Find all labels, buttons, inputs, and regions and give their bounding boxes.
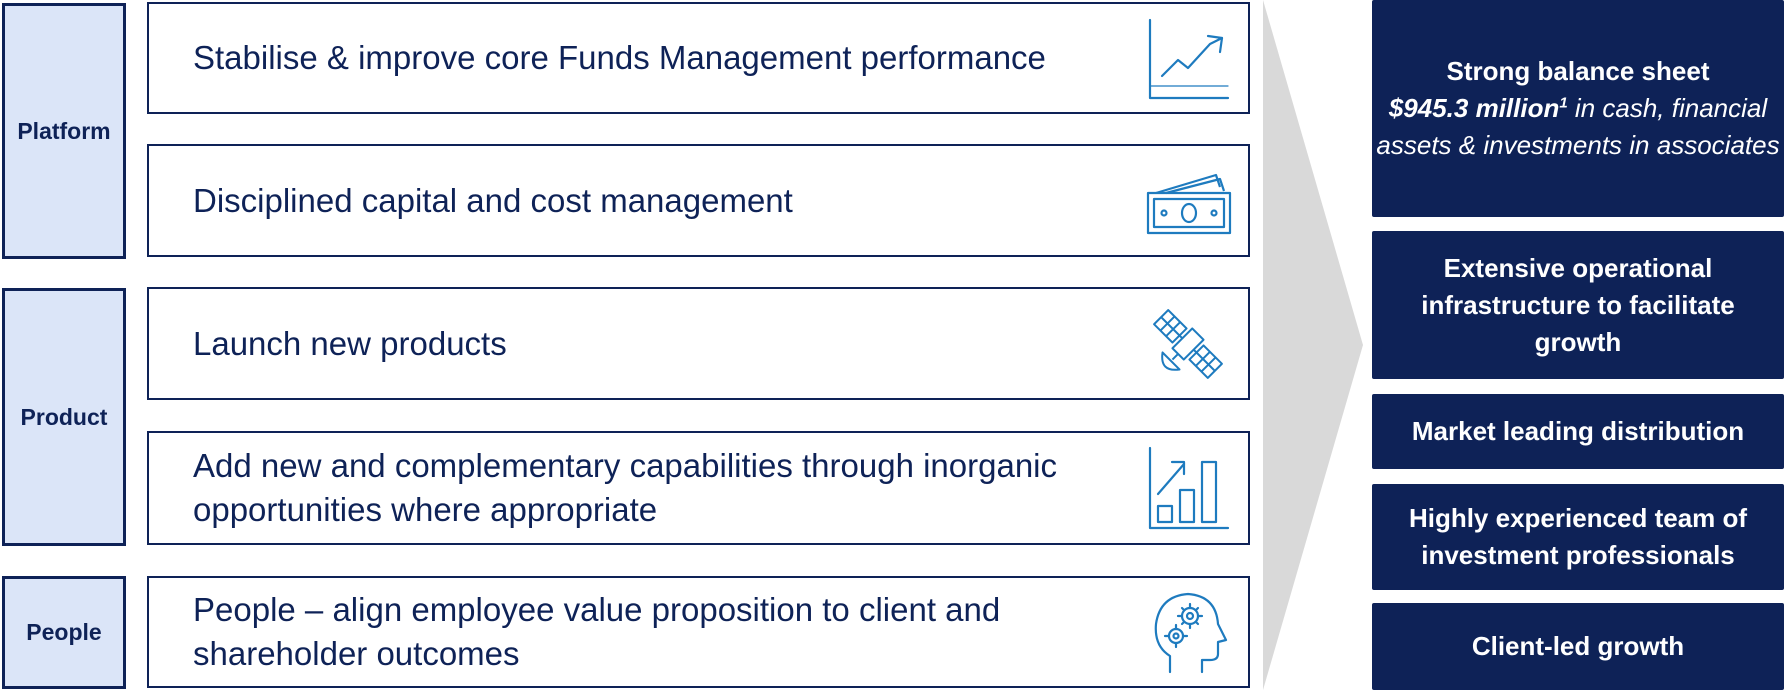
strength-client-growth: Client-led growth	[1372, 603, 1784, 690]
item-text: People – align employee value propositio…	[193, 591, 1001, 672]
category-label: Product	[20, 403, 108, 430]
strength-team: Highly experienced team of investment pr…	[1372, 484, 1784, 590]
footnote-marker: 1	[1559, 94, 1568, 112]
growth-bars-icon	[1140, 440, 1236, 536]
strength-text: Market leading distribution	[1411, 416, 1745, 446]
strength-text: Highly experienced team of investment pr…	[1408, 503, 1748, 570]
category-platform: Platform	[2, 3, 126, 259]
category-label: People	[26, 619, 102, 645]
category-label: Platform	[17, 117, 111, 144]
category-product: Product	[2, 288, 126, 546]
strength-distribution: Market leading distribution	[1372, 394, 1784, 469]
item-text: Disciplined capital and cost management	[193, 181, 793, 219]
strength-text: Client-led growth	[1471, 631, 1685, 661]
strength-balance-sheet: Strong balance sheet $945.3 million1 in …	[1372, 0, 1784, 217]
item-people-value: People – align employee value propositio…	[147, 576, 1250, 688]
flow-arrow	[1263, 0, 1363, 690]
trend-chart-icon	[1140, 10, 1236, 106]
item-text: Launch new products	[193, 324, 507, 362]
item-funds-performance: Stabilise & improve core Funds Managemen…	[147, 2, 1250, 114]
strength-text: Extensive operational infrastructure to …	[1421, 252, 1735, 357]
item-text: Stabilise & improve core Funds Managemen…	[193, 39, 1046, 76]
head-gears-icon	[1140, 584, 1236, 680]
satellite-icon	[1140, 296, 1236, 392]
item-text: Add new and complementary capabilities t…	[193, 447, 1058, 528]
cash-amount: $945.3 million	[1388, 93, 1560, 123]
item-inorganic-capabilities: Add new and complementary capabilities t…	[147, 431, 1250, 545]
category-people: People	[2, 576, 126, 689]
balance-detail: in cash, financial assets & investments …	[1376, 93, 1780, 160]
cash-icon	[1140, 153, 1236, 249]
item-new-products: Launch new products	[147, 287, 1250, 400]
item-capital-cost: Disciplined capital and cost management	[147, 144, 1250, 257]
strength-infrastructure: Extensive operational infrastructure to …	[1372, 231, 1784, 379]
strength-title: Strong balance sheet	[1446, 56, 1710, 86]
